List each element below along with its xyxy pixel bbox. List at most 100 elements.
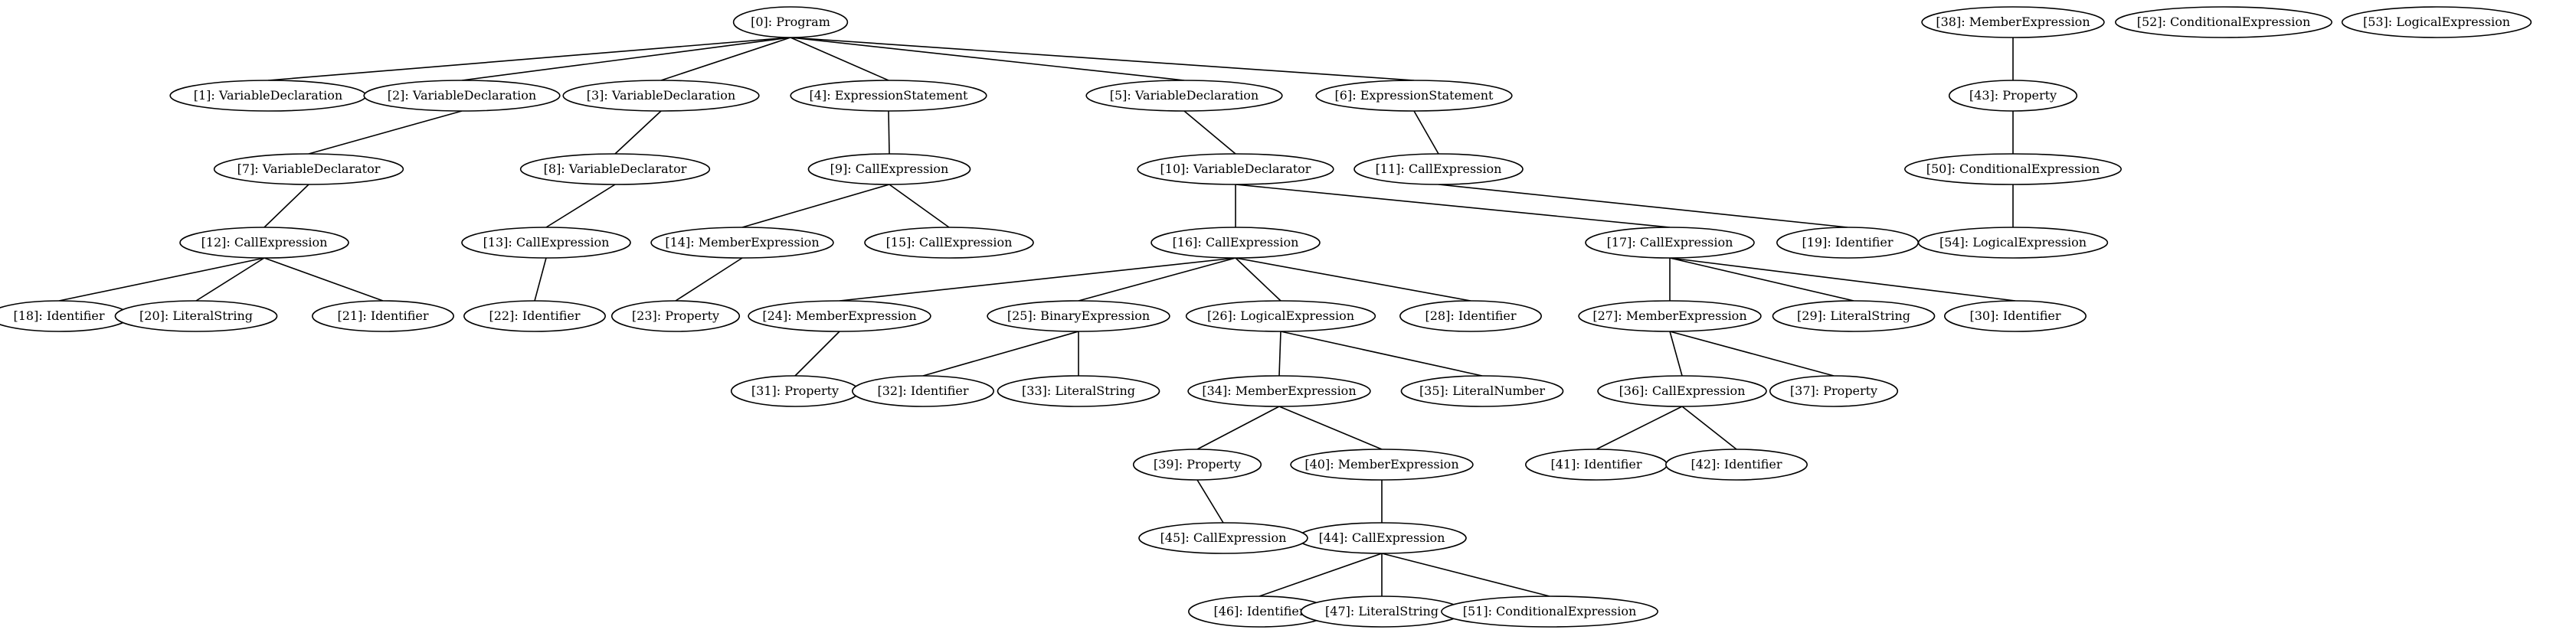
node-label: [4]: ExpressionStatement — [810, 88, 968, 103]
node-label: [13]: CallExpression — [483, 235, 610, 250]
node-ellipse — [1315, 80, 1513, 112]
node-label: [34]: MemberExpression — [1202, 383, 1356, 398]
node-label: [16]: CallExpression — [1173, 235, 1299, 250]
node-ellipse — [519, 153, 711, 185]
node-ellipse — [1187, 375, 1371, 407]
node-ellipse — [864, 227, 1034, 259]
node-19: [19]: Identifier — [1776, 227, 1920, 259]
node-8: [8]: VariableDeclarator — [519, 153, 711, 185]
edge-16-26 — [1235, 257, 1281, 302]
node-41: [41]: Identifier — [1525, 449, 1668, 481]
node-7: [7]: VariableDeclarator — [213, 153, 404, 185]
node-label: [25]: BinaryExpression — [1007, 308, 1150, 323]
node-ellipse — [1441, 595, 1658, 628]
node-ellipse — [1290, 449, 1474, 481]
node-34: [34]: MemberExpression — [1187, 375, 1371, 407]
node-22: [22]: Identifier — [463, 300, 606, 332]
node-ellipse — [732, 6, 849, 38]
node-23: [23]: Property — [610, 300, 741, 332]
edge-17-30 — [1669, 257, 2016, 302]
node-label: [0]: Program — [751, 15, 830, 29]
edge-0-3 — [660, 37, 791, 81]
node-label: [43]: Property — [1969, 88, 2057, 103]
node-label: [53]: LogicalExpression — [2363, 15, 2510, 29]
edge-16-25 — [1078, 257, 1236, 302]
edge-12-20 — [195, 257, 265, 302]
node-ellipse — [748, 300, 931, 332]
node-label: [32]: Identifier — [878, 383, 969, 398]
node-ellipse — [1400, 375, 1564, 407]
node-ellipse — [807, 153, 971, 185]
node-ellipse — [463, 300, 606, 332]
edge-27-36 — [1669, 331, 1683, 377]
node-35: [35]: LiteralNumber — [1400, 375, 1564, 407]
node-label: [24]: MemberExpression — [762, 308, 916, 323]
node-38: [38]: MemberExpression — [1921, 6, 2105, 38]
node-ellipse — [1921, 6, 2105, 38]
edge-16-28 — [1235, 257, 1471, 302]
node-label: [11]: CallExpression — [1376, 162, 1502, 176]
node-ellipse — [790, 80, 987, 112]
node-label: [27]: MemberExpression — [1592, 308, 1746, 323]
node-ellipse — [2115, 6, 2332, 38]
node-label: [40]: MemberExpression — [1304, 457, 1458, 471]
edge-6-11 — [1413, 110, 1439, 155]
node-50: [50]: ConditionalExpression — [1904, 153, 2122, 185]
node-21: [21]: Identifier — [311, 300, 454, 332]
edge-36-41 — [1596, 406, 1683, 450]
node-label: [23]: Property — [632, 308, 719, 323]
node-20: [20]: LiteralString — [114, 300, 278, 332]
node-30: [30]: Identifier — [1944, 300, 2087, 332]
node-12: [12]: CallExpression — [179, 227, 349, 259]
edge-12-18 — [58, 257, 265, 302]
node-ellipse — [1353, 153, 1524, 185]
node-44: [44]: CallExpression — [1297, 522, 1467, 554]
node-31: [31]: Property — [730, 375, 860, 407]
node-26: [26]: LogicalExpression — [1185, 300, 1376, 332]
node-label: [36]: CallExpression — [1619, 383, 1746, 398]
node-6: [6]: ExpressionStatement — [1315, 80, 1513, 112]
edge-5-10 — [1183, 110, 1236, 155]
node-32: [32]: Identifier — [852, 375, 995, 407]
node-52: [52]: ConditionalExpression — [2115, 6, 2332, 38]
node-label: [14]: MemberExpression — [665, 235, 819, 250]
node-label: [22]: Identifier — [489, 308, 581, 323]
node-15: [15]: CallExpression — [864, 227, 1034, 259]
edge-26-34 — [1278, 331, 1281, 377]
edge-13-22 — [534, 257, 547, 302]
node-11: [11]: CallExpression — [1353, 153, 1524, 185]
node-label: [7]: VariableDeclarator — [237, 162, 381, 176]
node-18: [18]: Identifier — [0, 300, 130, 332]
node-ellipse — [1904, 153, 2122, 185]
node-33: [33]: LiteralString — [997, 375, 1160, 407]
node-label: [18]: Identifier — [14, 308, 105, 323]
node-ellipse — [1138, 522, 1308, 554]
edge-11-19 — [1438, 184, 1848, 228]
node-45: [45]: CallExpression — [1138, 522, 1308, 554]
node-ellipse — [997, 375, 1160, 407]
node-ellipse — [1944, 300, 2087, 332]
node-16: [16]: CallExpression — [1151, 227, 1321, 259]
node-ellipse — [987, 300, 1170, 332]
node-label: [8]: VariableDeclarator — [544, 162, 687, 176]
edge-12-21 — [263, 257, 384, 302]
node-ellipse — [1185, 300, 1376, 332]
node-label: [15]: CallExpression — [886, 235, 1013, 250]
node-28: [28]: Identifier — [1399, 300, 1543, 332]
node-label: [30]: Identifier — [1970, 308, 2061, 323]
edge-9-14 — [741, 184, 890, 228]
node-ellipse — [1085, 80, 1283, 112]
node-29: [29]: LiteralString — [1772, 300, 1936, 332]
node-51: [51]: ConditionalExpression — [1441, 595, 1658, 628]
edge-24-31 — [794, 331, 840, 377]
nodes-layer: [0]: Program[1]: VariableDeclaration[2]:… — [0, 6, 2532, 628]
node-2: [2]: VariableDeclaration — [363, 80, 561, 112]
node-46: [46]: Identifier — [1188, 595, 1331, 628]
edge-0-5 — [790, 37, 1185, 81]
edge-14-23 — [675, 257, 743, 302]
edge-36-42 — [1681, 406, 1737, 450]
node-24: [24]: MemberExpression — [748, 300, 931, 332]
node-ellipse — [1137, 153, 1334, 185]
node-label: [54]: LogicalExpression — [1939, 235, 2087, 250]
node-label: [6]: ExpressionStatement — [1335, 88, 1494, 103]
